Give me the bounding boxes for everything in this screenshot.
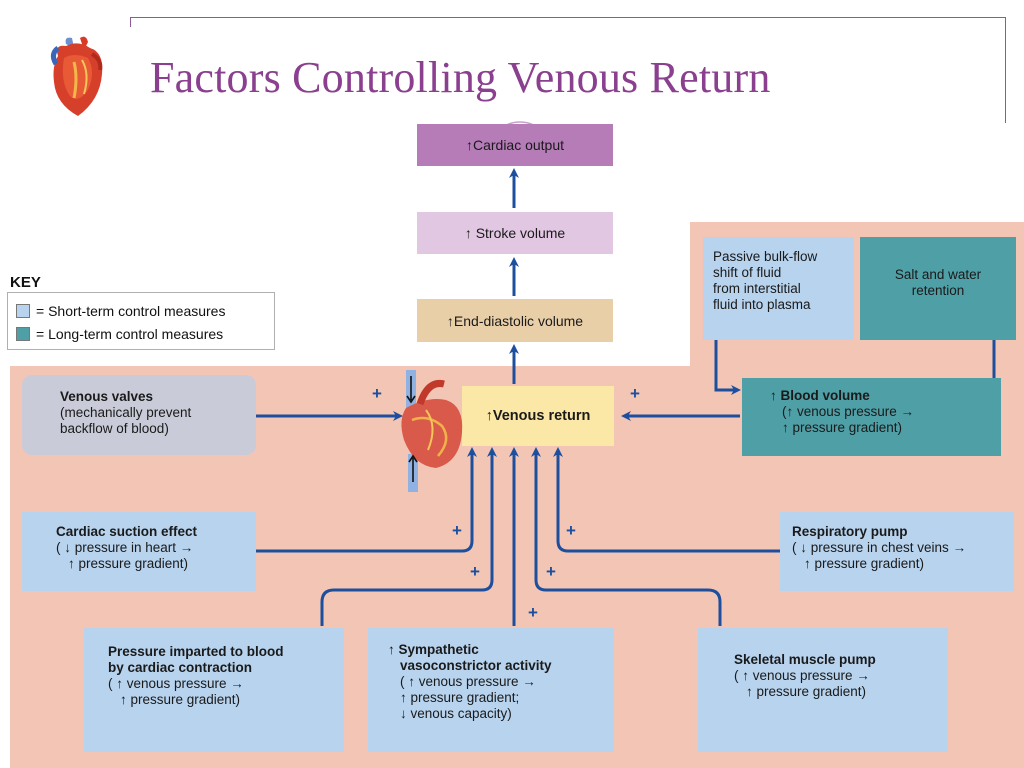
skeletal-pump-line-2: ↑ pressure gradient) [746,684,867,699]
legend-key: KEY = Short-term control measures = Long… [7,274,277,352]
legend-row-short-term: = Short-term control measures [16,303,225,319]
skeletal-muscle-pump-box: Skeletal muscle pump ( ↑ venous pressure… [698,628,948,752]
cardiac-suction-title: Cardiac suction effect [56,524,198,539]
cardiac-contraction-box: Pressure imparted to blood by cardiac co… [84,628,344,752]
arrow-skeletal-to-vr [531,447,722,626]
salt-line-1: Salt and water [894,267,982,282]
stroke-volume-box: ↑ Stroke volume [417,212,613,254]
legend-long-term-label: = Long-term control measures [36,326,224,342]
venous-valves-box: Venous valves (mechanically prevent back… [22,375,256,455]
salt-line-2: retention [911,283,965,298]
sympathetic-title-2: vasoconstrictor activity [400,658,552,673]
blood-volume-box: ↑ Blood volume (↑ venous pressure → ↑ pr… [742,378,1001,456]
blood-volume-title: ↑ Blood volume [770,388,870,403]
passive-line-2: shift of fluid [713,265,782,280]
skeletal-pump-title: Skeletal muscle pump [734,652,876,667]
sympathetic-line-1: ( ↑ venous pressure → [400,674,536,689]
legend-title: KEY [10,274,41,291]
plus-cardiac-suction: + [452,521,462,540]
respiratory-pump-box: Respiratory pump ( ↓ pressure in chest v… [780,512,1014,591]
respiratory-pump-line-1: ( ↓ pressure in chest veins → [792,540,967,555]
cardiac-output-box: ↑Cardiac output [417,124,613,166]
cardiac-suction-box: Cardiac suction effect ( ↓ pressure in h… [22,512,256,591]
frame-top-line [130,17,1006,18]
legend-row-long-term: = Long-term control measures [16,326,223,342]
cardiac-contraction-title-2: by cardiac contraction [108,660,253,675]
venous-valves-line-2: backflow of blood) [60,421,169,436]
sympathetic-title-1: ↑ Sympathetic [388,642,479,657]
cardiac-suction-line-2: ↑ pressure gradient) [68,556,189,571]
plus-respiratory: + [566,521,576,540]
cardiac-contraction-line-1: ( ↑ venous pressure → [108,676,244,691]
slide-title: Factors Controlling Venous Return [150,53,771,102]
sympathetic-activity-box: ↑ Sympathetic vasoconstrictor activity (… [368,628,614,752]
salt-water-retention-box: Salt and water retention [860,237,1016,340]
frame-right-line [1005,17,1006,123]
blood-volume-line-1: (↑ venous pressure → [782,404,915,419]
cardiac-contraction-line-2: ↑ pressure gradient) [120,692,241,707]
frame-left-line [130,17,131,27]
cardiac-suction-line-1: ( ↓ pressure in heart → [56,540,194,555]
arrow-passive-to-bloodvol [714,340,741,395]
respiratory-pump-title: Respiratory pump [792,524,908,539]
cardiac-contraction-title-1: Pressure imparted to blood [108,644,284,659]
heart-logo-icon [50,36,103,116]
sympathetic-line-2: ↑ pressure gradient; [400,690,520,705]
arrow-contraction-to-vr [320,447,497,626]
stroke-volume-label: ↑ Stroke volume [464,225,566,241]
venous-valves-title: Venous valves [60,389,154,404]
plus-skeletal: + [546,562,556,581]
arrow-suction-to-vr [256,447,477,553]
venous-return-label: ↑Venous return [485,408,591,424]
passive-line-3: from interstitial [713,281,801,296]
venous-return-box: ↑Venous return [462,386,614,446]
skeletal-pump-line-1: ( ↑ venous pressure → [734,668,870,683]
end-diastolic-volume-label: ↑End-diastolic volume [446,312,584,329]
blood-volume-line-2: ↑ pressure gradient) [782,420,903,435]
plus-sympathetic: + [528,603,538,622]
plus-blood-volume: + [630,384,640,403]
cardiac-output-label: ↑Cardiac output [465,137,565,153]
short-term-swatch [16,304,30,318]
end-diastolic-volume-box: ↑End-diastolic volume [417,299,613,342]
heart-illustration-icon [401,370,463,492]
arrow-respiratory-to-vr [553,447,780,553]
sympathetic-line-3: ↓ venous capacity) [400,706,512,721]
passive-line-1: Passive bulk-flow [713,249,818,264]
legend-panel: = Short-term control measures = Long-ter… [7,292,275,350]
legend-short-term-label: = Short-term control measures [36,303,226,319]
respiratory-pump-line-2: ↑ pressure gradient) [804,556,925,571]
passive-line-4: fluid into plasma [713,297,811,312]
long-term-swatch [16,327,30,341]
plus-valves: + [372,384,382,403]
plus-cardiac-contraction: + [470,562,480,581]
venous-valves-line-1: (mechanically prevent [60,405,192,420]
passive-bulk-flow-box: Passive bulk-flow shift of fluid from in… [703,237,854,340]
